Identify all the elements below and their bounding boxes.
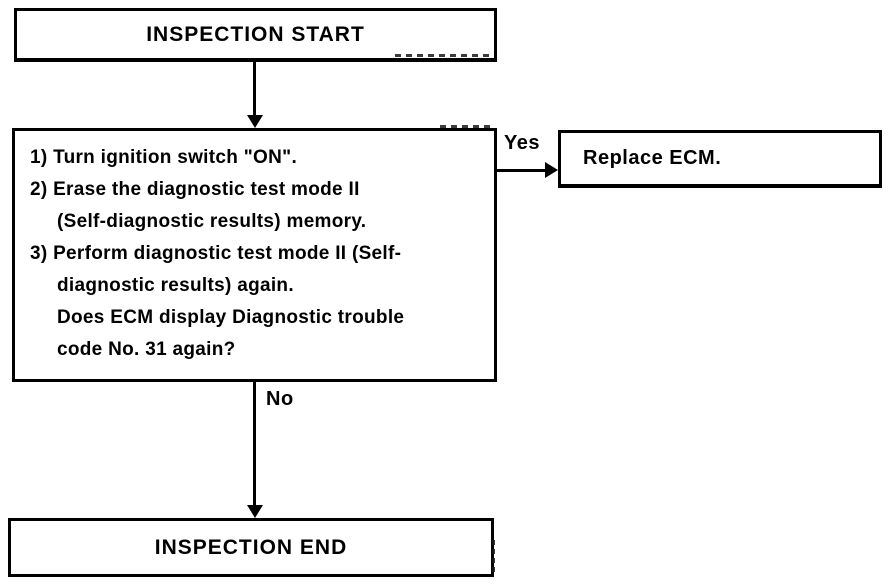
scan-artifact bbox=[492, 540, 495, 574]
decision-line: code No. 31 again? bbox=[57, 339, 236, 360]
decision-line: Does ECM display Diagnostic trouble bbox=[57, 307, 405, 328]
no-edge-label: No bbox=[266, 388, 294, 410]
decision-line: (Self-diagnostic results) memory. bbox=[57, 211, 367, 232]
connector-line bbox=[253, 62, 256, 116]
scan-artifact bbox=[440, 125, 492, 128]
start-node: INSPECTION START bbox=[14, 8, 497, 62]
connector-line bbox=[253, 382, 256, 507]
arrow-down-icon bbox=[247, 505, 263, 518]
arrow-right-icon bbox=[545, 162, 558, 178]
action-node: Replace ECM. bbox=[558, 130, 882, 188]
decision-node: 1) Turn ignition switch "ON". 2) Erase t… bbox=[12, 128, 497, 382]
arrow-down-icon bbox=[247, 115, 263, 128]
end-node: INSPECTION END bbox=[8, 518, 494, 577]
start-node-label: INSPECTION START bbox=[146, 22, 365, 46]
end-node-label: INSPECTION END bbox=[154, 535, 348, 559]
action-node-label: Replace ECM. bbox=[583, 147, 722, 169]
connector-line bbox=[497, 169, 547, 172]
yes-edge-label: Yes bbox=[504, 132, 540, 154]
decision-line: 1) Turn ignition switch "ON". bbox=[30, 147, 298, 168]
decision-line: 2) Erase the diagnostic test mode II bbox=[30, 179, 360, 200]
decision-line: diagnostic results) again. bbox=[57, 275, 294, 296]
scan-artifact bbox=[395, 54, 490, 57]
decision-line: 3) Perform diagnostic test mode II (Self… bbox=[30, 243, 402, 264]
